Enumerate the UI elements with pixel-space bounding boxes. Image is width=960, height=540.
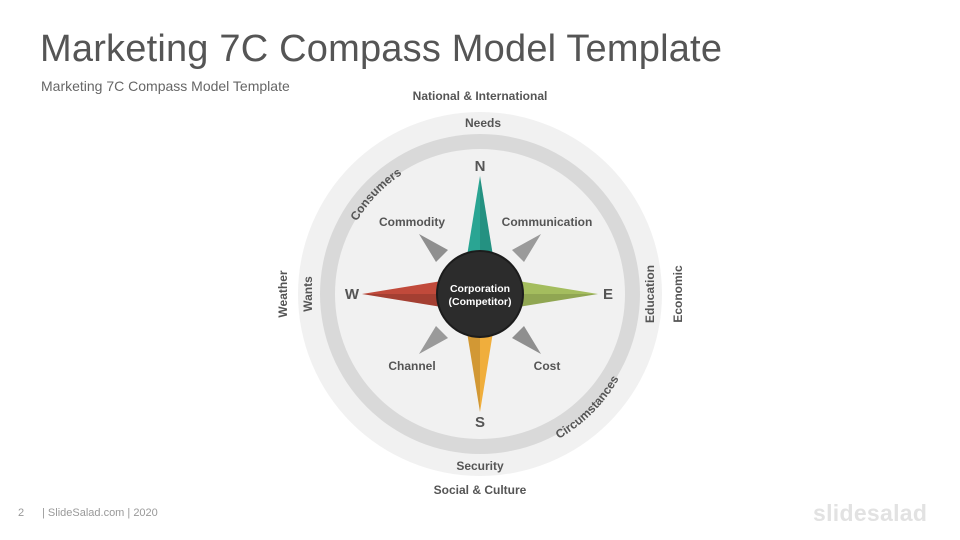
label-communication: Communication — [502, 215, 593, 229]
label-commodity: Commodity — [379, 215, 445, 229]
label-channel: Channel — [388, 359, 435, 373]
slidesalad-logo: slidesalad — [813, 500, 928, 526]
direction-east: E — [603, 286, 613, 303]
spike-ne — [512, 234, 541, 262]
center-label-line2: (Competitor) — [449, 296, 512, 308]
direction-south: S — [475, 414, 485, 431]
spike-nw — [419, 234, 448, 262]
center-hub — [437, 251, 523, 337]
footer-credit: | SlideSalad.com | 2020 — [42, 507, 158, 519]
arrow-east — [512, 280, 598, 308]
page-subtitle: Marketing 7C Compass Model Template — [41, 78, 290, 94]
label-education: Education — [643, 265, 657, 323]
label-security: Security — [456, 459, 504, 473]
center-label-line1: Corporation — [450, 283, 510, 295]
label-social-culture: Social & Culture — [434, 483, 527, 497]
page-title: Marketing 7C Compass Model Template — [40, 28, 723, 70]
arrow-west — [362, 280, 448, 308]
label-national-international: National & International — [413, 89, 548, 103]
spike-se — [512, 326, 541, 354]
label-weather: Weather — [276, 270, 290, 317]
arrow-south — [466, 326, 494, 412]
diagonal-spikes — [419, 234, 541, 354]
page-number: 2 — [18, 507, 25, 519]
direction-north: N — [475, 158, 486, 175]
label-wants: Wants — [301, 276, 315, 312]
direction-west: W — [345, 286, 360, 303]
arrow-north — [466, 176, 494, 262]
label-economic: Economic — [671, 265, 685, 323]
label-needs: Needs — [465, 116, 501, 130]
label-cost: Cost — [534, 359, 561, 373]
spike-sw — [419, 326, 448, 354]
